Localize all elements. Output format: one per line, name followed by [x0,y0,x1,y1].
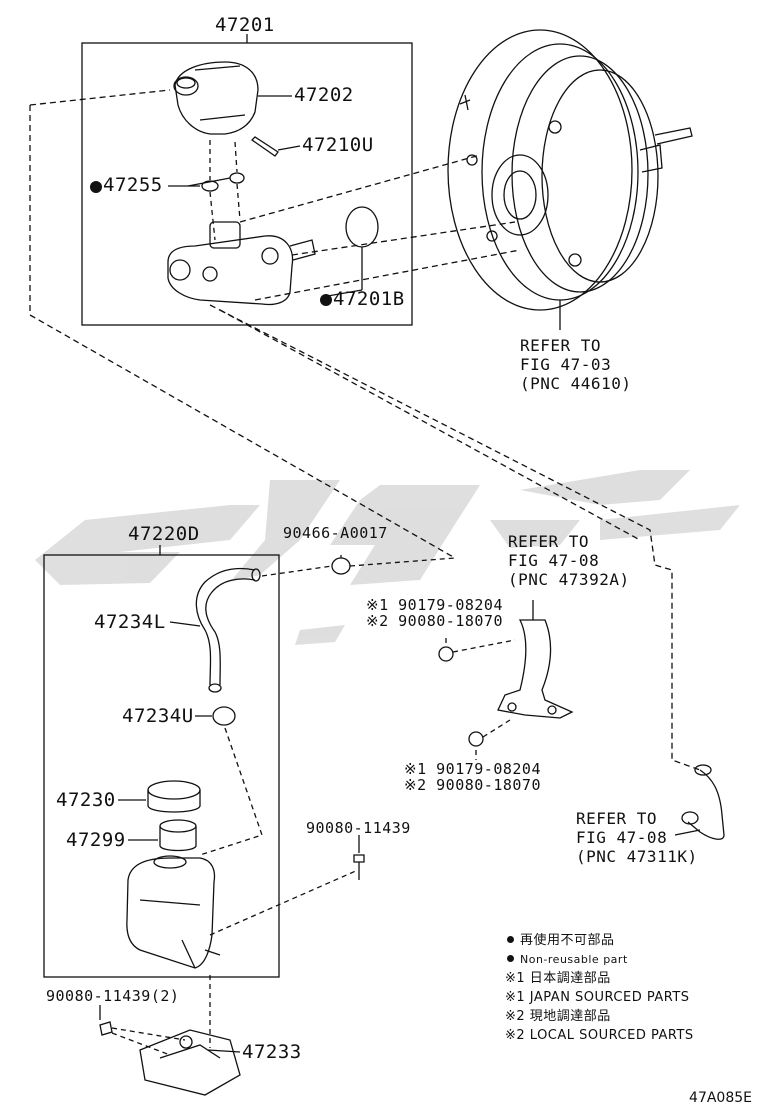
label-47201: 47201 [215,14,275,36]
master-cylinder-body [167,221,316,306]
label-47233: 47233 [242,1041,302,1063]
label-90466-A0017: 90466-A0017 [283,524,388,542]
label-90179-08204-upper: ※1 90179-08204 [366,596,503,614]
reservoir-tank-47202 [173,61,259,135]
label-47234L: 47234L [94,611,166,633]
bracket-assembly [497,619,574,719]
label-47234U: 47234U [122,705,194,727]
bullet-icon [507,955,514,962]
refer-fig-47-03: REFER TO FIG 47-03 (PNC 44610) [520,336,632,393]
non-reusable-marker [320,294,332,306]
bolt-90080-11439 [353,854,365,880]
brake-booster [447,29,693,311]
reservoir-tank [126,855,221,969]
label-90080-11439: 90080-11439 [306,819,411,837]
legend-row-6: ※2 LOCAL SOURCED PARTS [505,1028,694,1043]
clamp-90466 [331,557,351,575]
label-47210U: 47210U [302,134,374,156]
label-47202: 47202 [294,84,354,106]
legend-row-3: ※1 日本調達部品 [505,971,611,986]
figure-id: 47A085E [689,1090,752,1106]
bullet-icon [507,936,514,943]
reservoir-group-box [43,554,280,978]
label-47220D: 47220D [128,523,200,545]
label-47255-text: 47255 [103,174,163,196]
nut-lower [468,731,484,747]
refer-fig-47-08-47311K: REFER TO FIG 47-08 (PNC 47311K) [576,809,698,866]
legend-row-4: ※1 JAPAN SOURCED PARTS [505,990,690,1005]
legend-text-1: 再使用不可部品 [520,933,615,948]
legend-text-2: Non-reusable part [520,953,628,966]
label-47201B: 47201B [320,290,405,309]
clip-47234U [212,706,236,726]
nut-upper [438,646,454,662]
label-47255: 47255 [90,176,163,195]
brake-line [681,764,725,840]
non-reusable-marker [90,181,102,193]
hose-47234L [195,567,261,693]
label-47201B-text: 47201B [333,288,405,310]
label-47299: 47299 [66,829,126,851]
label-90080-18070-upper: ※2 90080-18070 [366,612,503,630]
watermark-logo [35,470,740,645]
strainer-47299 [159,819,197,852]
legend-row-5: ※2 現地調達部品 [505,1009,611,1024]
label-47230: 47230 [56,789,116,811]
cap-47230 [147,780,201,813]
label-90080-18070-lower: ※2 90080-18070 [404,776,541,794]
refer-fig-47-08-47392A: REFER TO FIG 47-08 (PNC 47392A) [508,532,630,589]
label-90080-11439-2: 90080-11439(2) [46,987,180,1005]
legend: 再使用不可部品 Non-reusable part ※1 日本調達部品 ※1 J… [505,931,694,1045]
bracket-47233 [139,1029,241,1096]
o-ring-47201B [345,206,379,248]
legend-row-1: 再使用不可部品 [505,931,694,950]
label-90179-08204-lower: ※1 90179-08204 [404,760,541,778]
legend-row-2: Non-reusable part [505,950,694,969]
